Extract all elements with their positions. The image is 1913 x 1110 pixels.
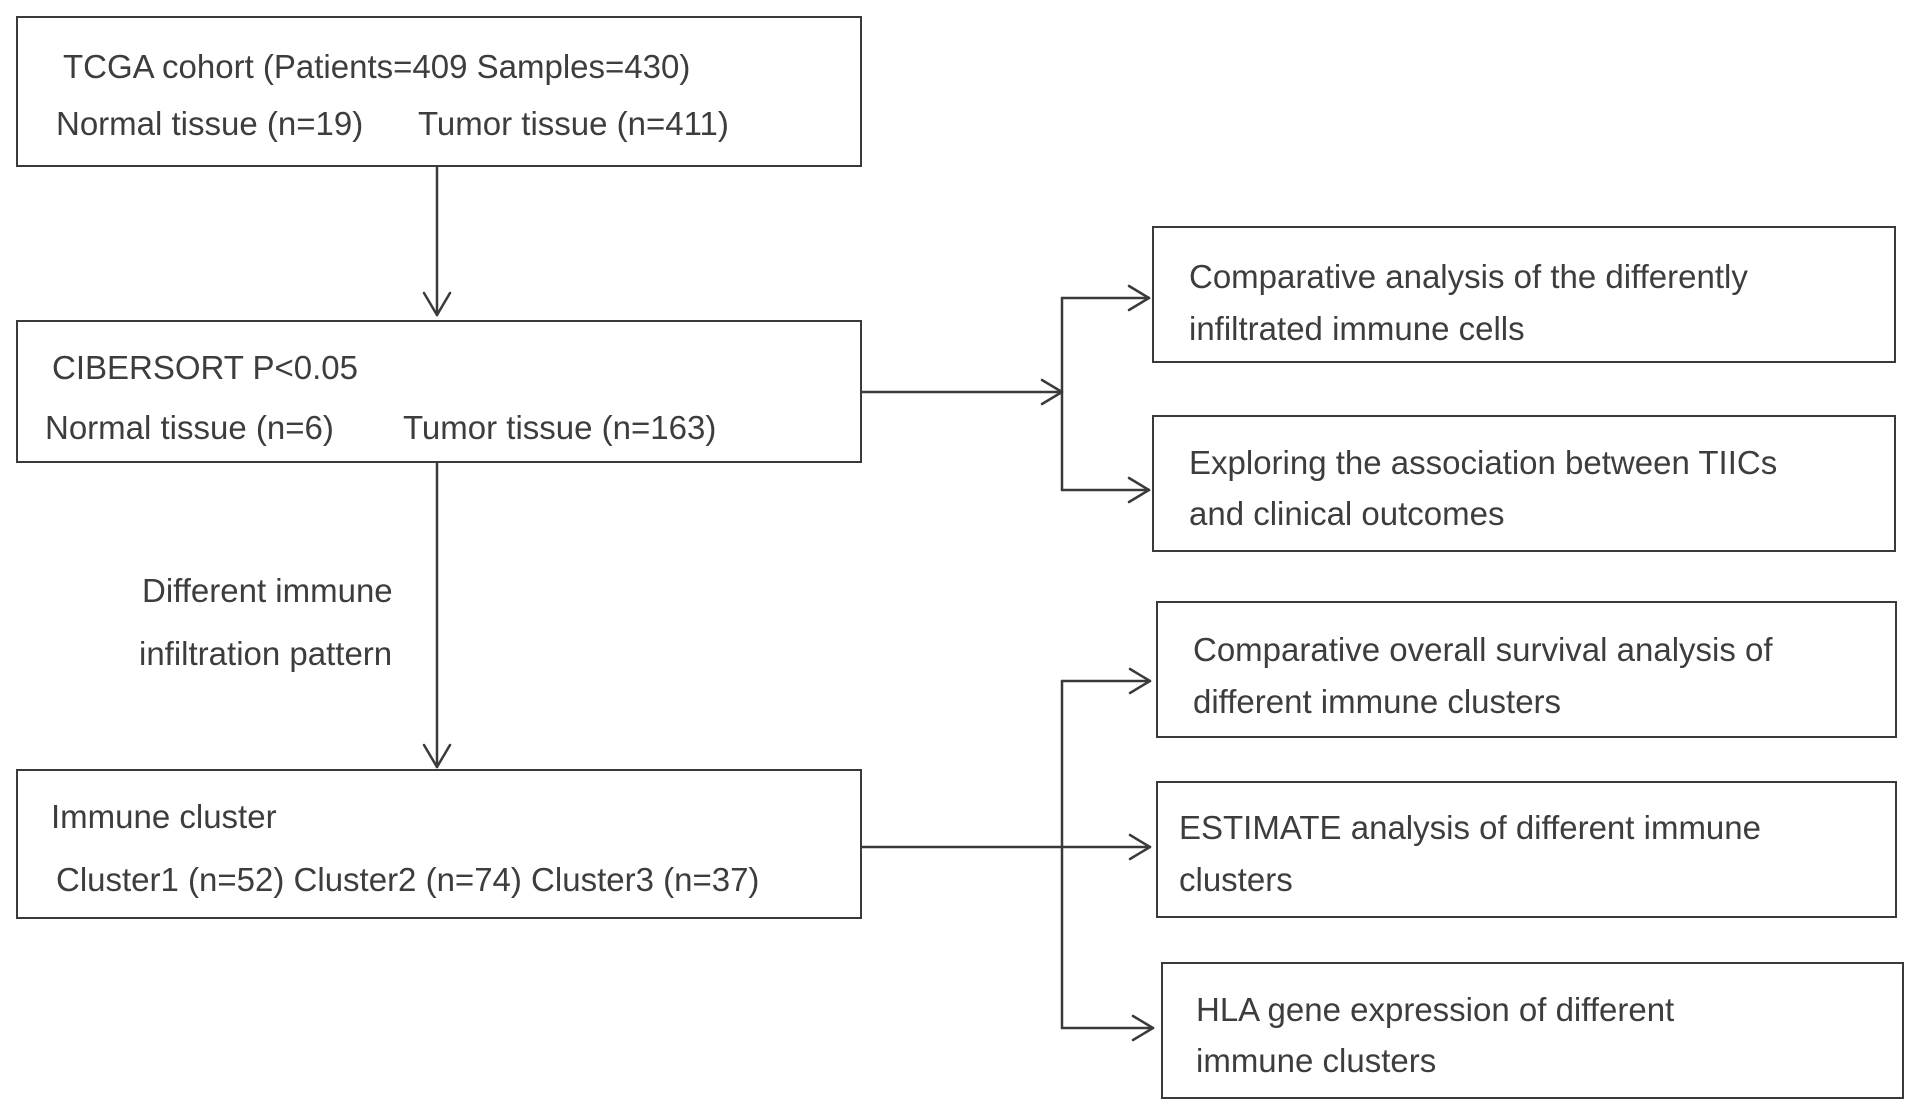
arrowhead-tiics: [1127, 476, 1151, 504]
cibersort-box: [16, 320, 862, 463]
hla-expression-line1: HLA gene expression of different: [1196, 991, 1675, 1028]
immune-cluster-box: [16, 769, 862, 919]
arrowhead-cibersort: [422, 291, 452, 317]
immune-cluster-title: Immune cluster: [51, 798, 277, 835]
tiics-association-box: [1152, 415, 1896, 552]
arrowhead-cluster: [422, 743, 452, 769]
tcga-cohort-title: TCGA cohort (Patients=409 Samples=430): [63, 48, 691, 85]
arrowhead-estimate: [1128, 833, 1152, 861]
edge-label-line1: Different immune: [142, 572, 393, 609]
tiics-association-line1: Exploring the association between TIICs: [1189, 444, 1778, 481]
tcga-tumor-tissue: Tumor tissue (n=411): [418, 105, 729, 142]
estimate-analysis-box: [1156, 781, 1897, 918]
tiics-association-line2: and clinical outcomes: [1189, 495, 1505, 532]
edge-label-line2: infiltration pattern: [139, 635, 393, 672]
arrowhead-hla: [1131, 1014, 1155, 1042]
comparative-analysis-line1: Comparative analysis of the differently: [1189, 258, 1748, 295]
estimate-analysis-line1: ESTIMATE analysis of different immune: [1179, 809, 1761, 846]
arrowhead-survival: [1128, 667, 1152, 695]
survival-analysis-line1: Comparative overall survival analysis of: [1193, 631, 1773, 668]
comparative-analysis-box: [1152, 226, 1896, 363]
survival-analysis-box: [1156, 601, 1897, 738]
tcga-cohort-box: [16, 16, 862, 167]
cibersort-normal-tissue: Normal tissue (n=6): [45, 409, 334, 446]
survival-analysis-line2: different immune clusters: [1193, 683, 1562, 720]
hla-expression-box: [1161, 962, 1904, 1099]
arrowhead-comparative: [1127, 284, 1151, 312]
immune-cluster-counts: Cluster1 (n=52) Cluster2 (n=74) Cluster3…: [56, 861, 760, 898]
cibersort-tumor-tissue: Tumor tissue (n=163): [403, 409, 717, 446]
comparative-analysis-line2: infiltrated immune cells: [1189, 310, 1525, 347]
estimate-analysis-line2: clusters: [1179, 861, 1293, 898]
tcga-normal-tissue: Normal tissue (n=19): [56, 105, 364, 142]
cibersort-title: CIBERSORT P<0.05: [52, 349, 359, 386]
hla-expression-line2: immune clusters: [1196, 1042, 1437, 1079]
